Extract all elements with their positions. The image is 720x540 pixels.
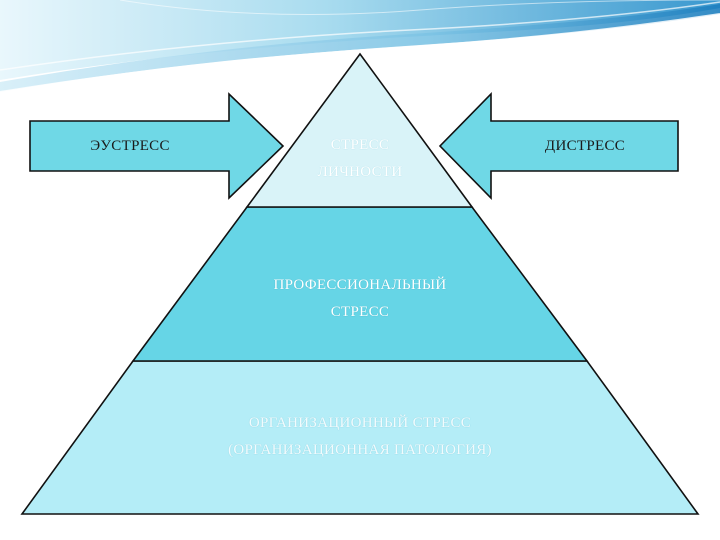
eustress-label: ЭУСТРЕСС bbox=[90, 138, 170, 154]
professional-stress-line2: СТРЕСС bbox=[330, 304, 390, 320]
distress-arrow bbox=[438, 92, 679, 200]
distress-label: ДИСТРЕСС bbox=[544, 138, 626, 154]
organizational-stress-line1: ОРГАНИЗАЦИОННЫЙ СТРЕСС bbox=[248, 415, 472, 431]
organizational-stress-label: ОРГАНИЗАЦИОННЫЙ СТРЕСС (ОРГАНИЗАЦИОННАЯ … bbox=[130, 410, 590, 464]
eustress-arrow bbox=[29, 92, 285, 200]
stress-pyramid bbox=[20, 52, 700, 515]
personal-stress-label: СТРЕСС ЛИЧНОСТИ bbox=[260, 132, 460, 186]
organizational-stress-line2: (ОРГАНИЗАЦИОННАЯ ПАТОЛОГИЯ) bbox=[228, 442, 492, 458]
professional-stress-line1: ПРОФЕССИОНАЛЬНЫЙ bbox=[273, 277, 447, 293]
personal-stress-line2: ЛИЧНОСТИ bbox=[317, 164, 403, 180]
pyramid-top-tier bbox=[245, 52, 474, 208]
personal-stress-line1: СТРЕСС bbox=[330, 137, 390, 153]
header-wave-banner bbox=[0, 0, 720, 93]
professional-stress-label: ПРОФЕССИОНАЛЬНЫЙ СТРЕСС bbox=[200, 272, 520, 326]
